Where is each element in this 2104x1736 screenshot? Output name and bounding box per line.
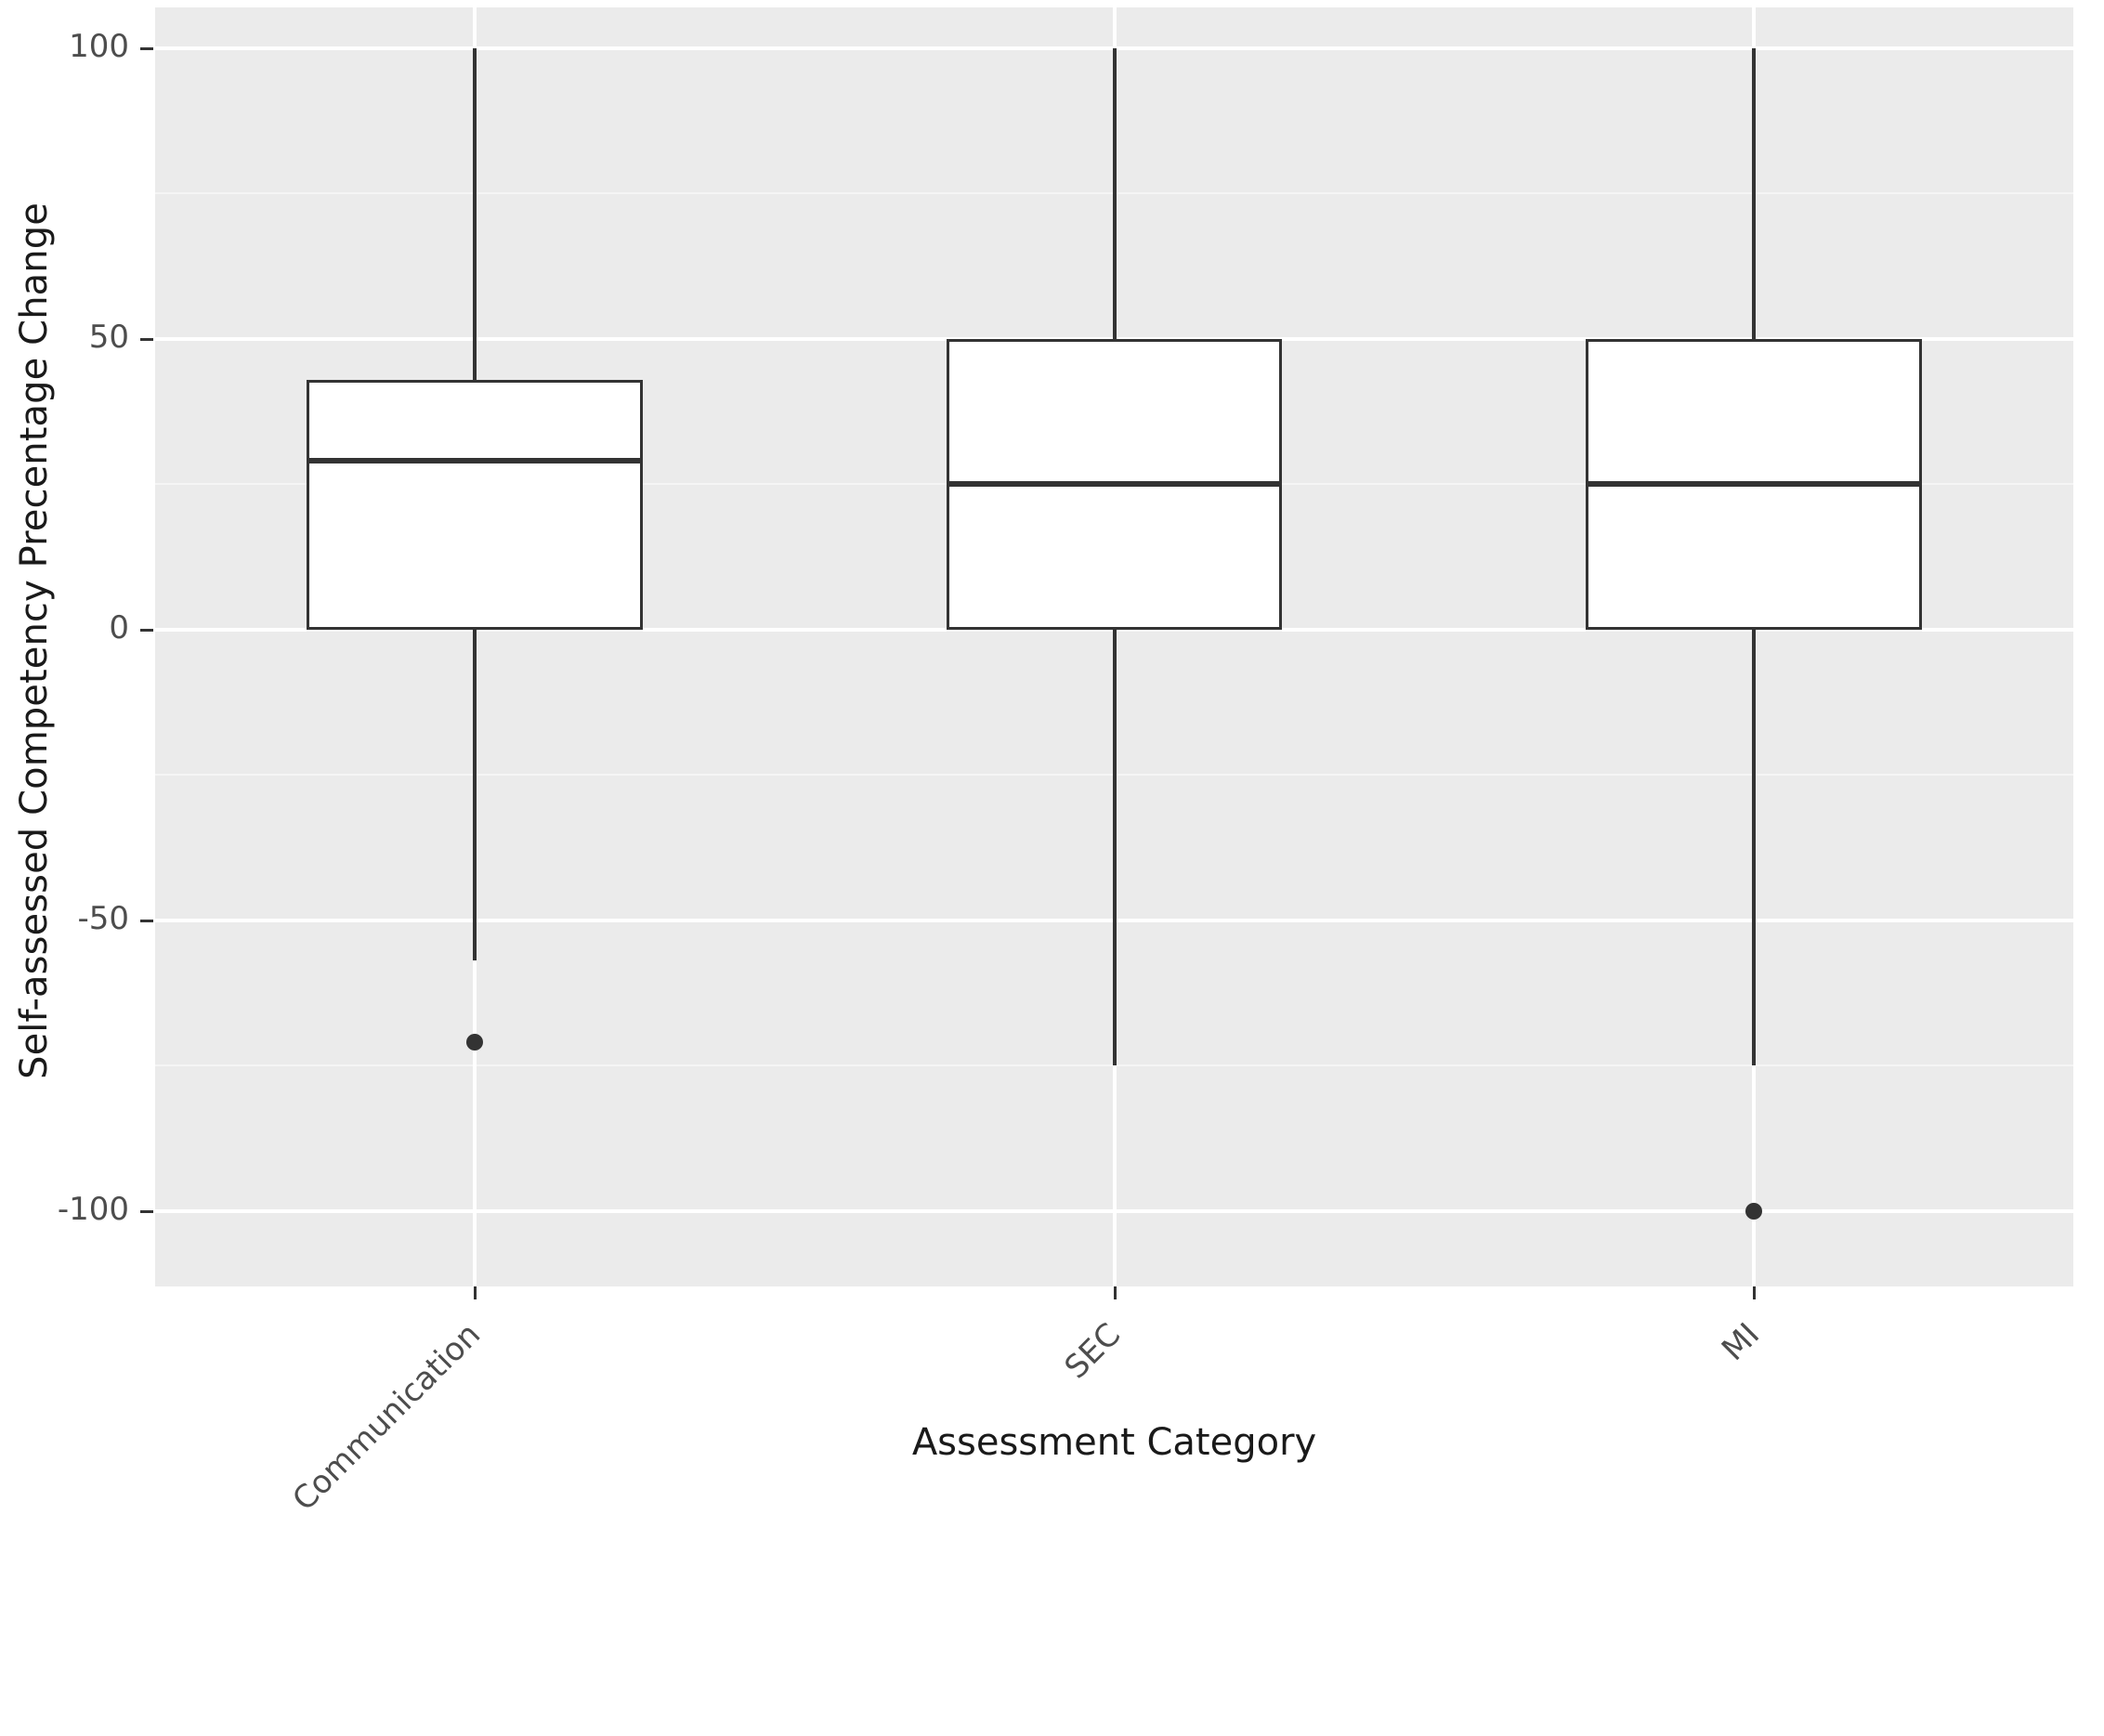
whisker-upper — [473, 47, 477, 380]
median-line — [1586, 481, 1922, 488]
x-axis-title: Assessment Category — [911, 1421, 1317, 1464]
boxplot-mi — [155, 7, 2073, 1286]
y-tick-mark — [140, 337, 153, 341]
whisker-lower — [1751, 629, 1756, 1066]
whisker-upper — [1112, 47, 1117, 339]
boxplot-sec — [155, 7, 2073, 1286]
boxplot-communication — [155, 7, 2073, 1286]
y-tick-label: 50 — [88, 318, 129, 356]
median-line — [307, 458, 643, 464]
whisker-lower — [473, 629, 477, 961]
x-tick-mark — [474, 1286, 477, 1299]
x-tick-label-sec: SEC — [1057, 1315, 1128, 1387]
x-tick-mark — [1752, 1286, 1756, 1299]
median-line — [946, 481, 1283, 488]
y-tick-label: -100 — [57, 1190, 129, 1228]
boxplot-chart: Self-assessed Competency Precentage Chan… — [13, 7, 2073, 1519]
y-tick-mark — [140, 46, 153, 50]
whisker-lower — [1112, 629, 1117, 1066]
y-tick-mark — [140, 628, 153, 632]
outlier-point — [466, 1034, 484, 1051]
outlier-point — [1745, 1202, 1762, 1220]
y-tick-mark — [140, 919, 153, 922]
y-tick-label: 0 — [109, 608, 129, 646]
y-tick-label: 100 — [69, 27, 129, 65]
x-tick-label-mi: MI — [1714, 1315, 1767, 1368]
x-tick-mark — [1113, 1286, 1117, 1299]
y-tick-mark — [140, 1209, 153, 1213]
x-tick-label-communication: Communication — [285, 1315, 489, 1519]
y-tick-label: -50 — [77, 899, 129, 937]
whisker-upper — [1751, 47, 1756, 339]
plot-panel — [155, 7, 2073, 1286]
box-iqr — [307, 379, 643, 630]
